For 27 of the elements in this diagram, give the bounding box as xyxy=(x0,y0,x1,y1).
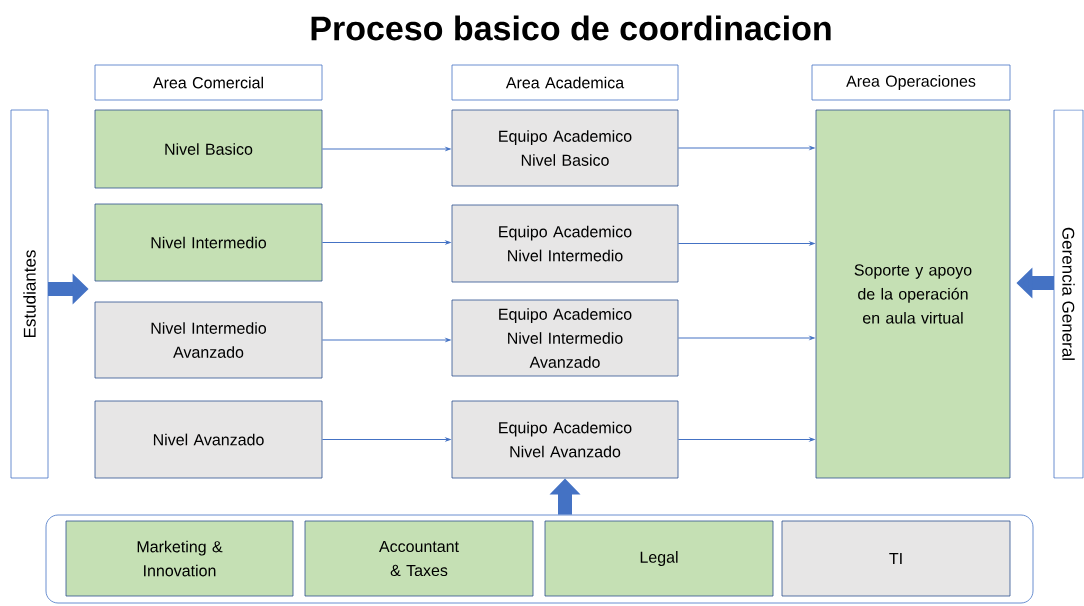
side-band: Estudiantes xyxy=(10,109,49,479)
header-box: Area Academica xyxy=(451,64,679,101)
process-box: TI xyxy=(781,520,1011,597)
title: Proceso basico de coordinacion xyxy=(311,15,831,41)
process-box: Equipo Academico Nivel Intermedio xyxy=(451,204,679,283)
header-box: Area Comercial xyxy=(94,64,323,101)
process-box: Soporte y apoyo de la operación en aula virtual xyxy=(815,109,1011,479)
process-box: Nivel Basico xyxy=(94,109,323,189)
process-box: Nivel Intermedio xyxy=(94,203,323,282)
arrow xyxy=(677,241,815,246)
process-box: Accountant & Taxes xyxy=(304,520,534,597)
process-box: Nivel Avanzado xyxy=(94,400,323,479)
process-box: Legal xyxy=(544,520,774,597)
side-band: Gerencia General xyxy=(1053,109,1084,479)
process-box: Equipo Academico Nivel Basico xyxy=(451,109,679,187)
arrow xyxy=(321,437,451,442)
header-box: Area Operaciones xyxy=(811,64,1011,101)
arrow xyxy=(321,240,451,245)
process-box: Equipo Academico Nivel Intermedio Avanzado xyxy=(451,299,679,377)
arrow xyxy=(677,437,815,442)
arrow xyxy=(321,147,451,151)
process-box: Nivel Intermedio Avanzado xyxy=(94,301,323,379)
arrow xyxy=(321,338,451,342)
arrow xyxy=(677,336,815,340)
process-box: Marketing & Innovation xyxy=(65,520,294,597)
process-box: Equipo Academico Nivel Avanzado xyxy=(451,400,679,479)
arrow xyxy=(677,146,815,150)
